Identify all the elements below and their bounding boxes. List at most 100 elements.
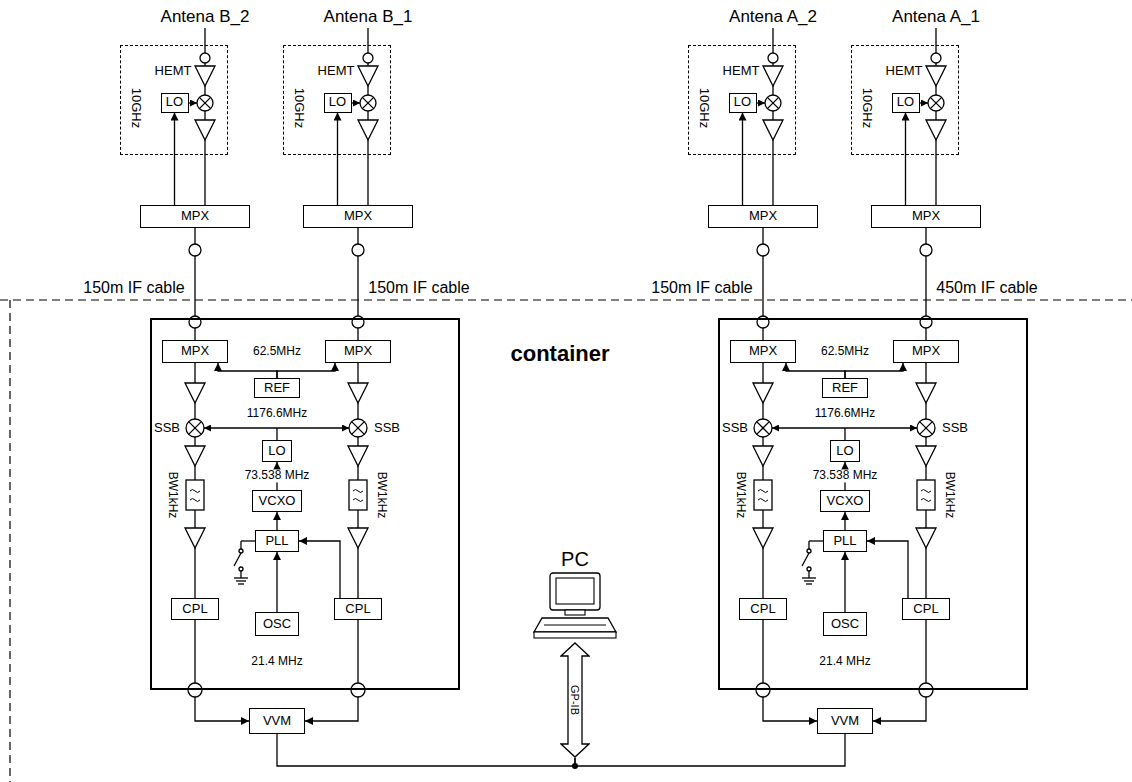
signal-connector <box>905 113 906 206</box>
signal-connector <box>195 620 249 721</box>
region-label: container <box>510 342 609 366</box>
amplifier-symbol <box>348 446 368 466</box>
block-box: LO <box>161 93 189 113</box>
amplifier-symbol <box>753 528 773 548</box>
antenna-port <box>363 53 373 63</box>
antenna-port <box>768 53 778 63</box>
block-label: LO <box>329 95 346 109</box>
mixer-symbol <box>352 422 365 435</box>
ground-symbol <box>236 580 246 581</box>
block-box: LO <box>892 93 920 113</box>
signal-label: 62.5MHz <box>253 345 301 358</box>
wire <box>762 403 763 419</box>
signal-label: BW1kHz <box>942 472 955 519</box>
cable-connector <box>189 244 201 256</box>
antenna-feed <box>367 28 368 53</box>
switch-symbol <box>240 541 241 549</box>
block-label: HEMT <box>318 64 355 78</box>
bus-junction <box>572 763 578 769</box>
block-label: LO <box>897 95 914 109</box>
mixer-symbol <box>920 422 933 435</box>
antenna-port <box>931 53 941 63</box>
amplifier-symbol <box>185 383 205 403</box>
amplifier-symbol <box>763 66 783 86</box>
cable-connector <box>920 244 932 256</box>
mixer-symbol <box>757 422 770 435</box>
signal-label: SSB <box>374 421 400 435</box>
block-box: LO <box>262 440 292 462</box>
block-box: LO <box>830 440 860 462</box>
block-box: CPL <box>739 598 787 620</box>
mixer-symbol <box>930 97 941 108</box>
lo-feed <box>920 102 928 103</box>
block-box: MPX <box>303 205 413 228</box>
gpib-bus-arrow: GP-IB <box>560 642 590 758</box>
panel-connector <box>756 683 770 697</box>
signal-connector <box>299 541 340 598</box>
mixer-symbol <box>197 95 213 111</box>
amplifier-symbol <box>753 446 773 466</box>
filter-symbol <box>921 490 931 502</box>
signal-connector <box>204 155 205 205</box>
block-label: PC <box>561 548 589 570</box>
amplifier-symbol <box>348 383 368 403</box>
antenna-port <box>200 53 210 63</box>
signal-label: BW1kHz <box>733 472 746 519</box>
lo-feed <box>772 427 845 428</box>
lo-feed <box>352 102 360 103</box>
amplifier-symbol <box>358 120 378 140</box>
amplifier-symbol <box>358 66 378 86</box>
wire <box>935 140 936 155</box>
signal-connector <box>276 512 277 530</box>
wire <box>935 111 936 120</box>
block-label: VVM <box>831 714 859 728</box>
antenna-label: Antena B_1 <box>324 8 413 27</box>
filter-symbol <box>917 480 935 510</box>
panel-connector <box>188 683 202 697</box>
signal-connector <box>844 512 845 530</box>
mixer-symbol <box>199 97 210 108</box>
antenna-label: Antena A_2 <box>729 8 817 27</box>
block-label: HEMT <box>723 64 760 78</box>
amplifier-symbol <box>195 66 215 86</box>
amplifier-symbol <box>926 66 946 86</box>
signal-label: 62.5MHz <box>821 345 869 358</box>
panel-connector <box>351 683 365 697</box>
lo-feed <box>844 428 845 440</box>
antenna-feed <box>204 28 205 53</box>
signal-label: 73.538 MHz <box>811 469 880 482</box>
mixer-symbol <box>352 422 365 435</box>
wire <box>204 111 205 120</box>
signal-connector <box>367 155 368 205</box>
mixer-symbol <box>349 419 367 437</box>
block-label: OSC <box>831 617 859 631</box>
block-label: VVM <box>263 714 291 728</box>
lo-feed <box>204 427 277 428</box>
signal-connector <box>873 620 926 721</box>
lnb-enclosure: HEMT10GHzLO <box>120 45 228 155</box>
wire <box>357 363 358 383</box>
wire <box>204 140 205 155</box>
filter-symbol <box>353 490 363 502</box>
wire <box>925 510 926 528</box>
wire <box>762 510 763 528</box>
signal-label: SSB <box>722 421 748 435</box>
switch-symbol <box>239 567 243 571</box>
block-box: OSC <box>823 612 867 636</box>
signal-label: SSB <box>942 421 968 435</box>
signal-connector <box>218 363 277 378</box>
block-label: LO <box>734 95 751 109</box>
signal-connector <box>174 113 175 206</box>
wire <box>194 437 195 446</box>
block-box: VCXO <box>820 490 870 512</box>
switch-symbol <box>234 553 241 566</box>
antenna-feed <box>772 28 773 53</box>
ground-symbol <box>234 577 248 578</box>
switch-symbol <box>239 549 243 553</box>
block-label: REF <box>832 381 858 395</box>
wire <box>772 86 773 95</box>
block-label: MPX <box>181 344 209 358</box>
ground-symbol <box>808 571 809 578</box>
switch-symbol <box>802 553 809 566</box>
panel-connector <box>919 683 933 697</box>
